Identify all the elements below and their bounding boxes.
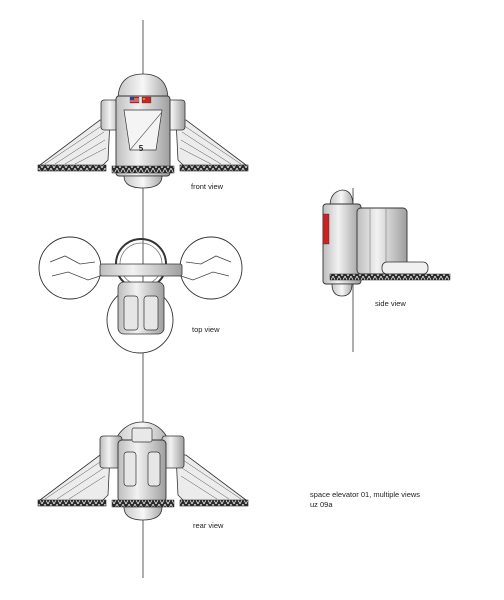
caption-title: space elevator 01, multiple views bbox=[310, 490, 421, 499]
front-view-label: front view bbox=[191, 182, 224, 191]
rear-right-arm bbox=[175, 454, 249, 507]
side-view-drawing bbox=[322, 188, 451, 352]
left-wheel-disc bbox=[38, 236, 102, 300]
flag-usa-icon bbox=[129, 96, 140, 104]
cabin-dome bbox=[117, 73, 169, 101]
rear-view-label: rear view bbox=[193, 521, 224, 530]
right-drive-arm bbox=[175, 119, 249, 172]
rear-view-drawing bbox=[37, 421, 249, 521]
side-view-label: side view bbox=[375, 299, 406, 308]
left-tread bbox=[37, 164, 107, 172]
left-drive-arm bbox=[37, 119, 111, 172]
right-wheel-disc bbox=[179, 236, 243, 300]
right-tread bbox=[179, 164, 249, 172]
unit-number: 5 bbox=[139, 144, 144, 153]
front-view-drawing bbox=[37, 73, 249, 189]
rear-left-arm bbox=[37, 454, 111, 507]
caption-code: uz 09a bbox=[310, 500, 333, 509]
top-view-drawing bbox=[38, 236, 243, 354]
flag-china-icon bbox=[141, 96, 152, 104]
drawing-caption: space elevator 01, multiple views uz 09a bbox=[310, 490, 420, 510]
top-view-label: top view bbox=[192, 325, 220, 334]
